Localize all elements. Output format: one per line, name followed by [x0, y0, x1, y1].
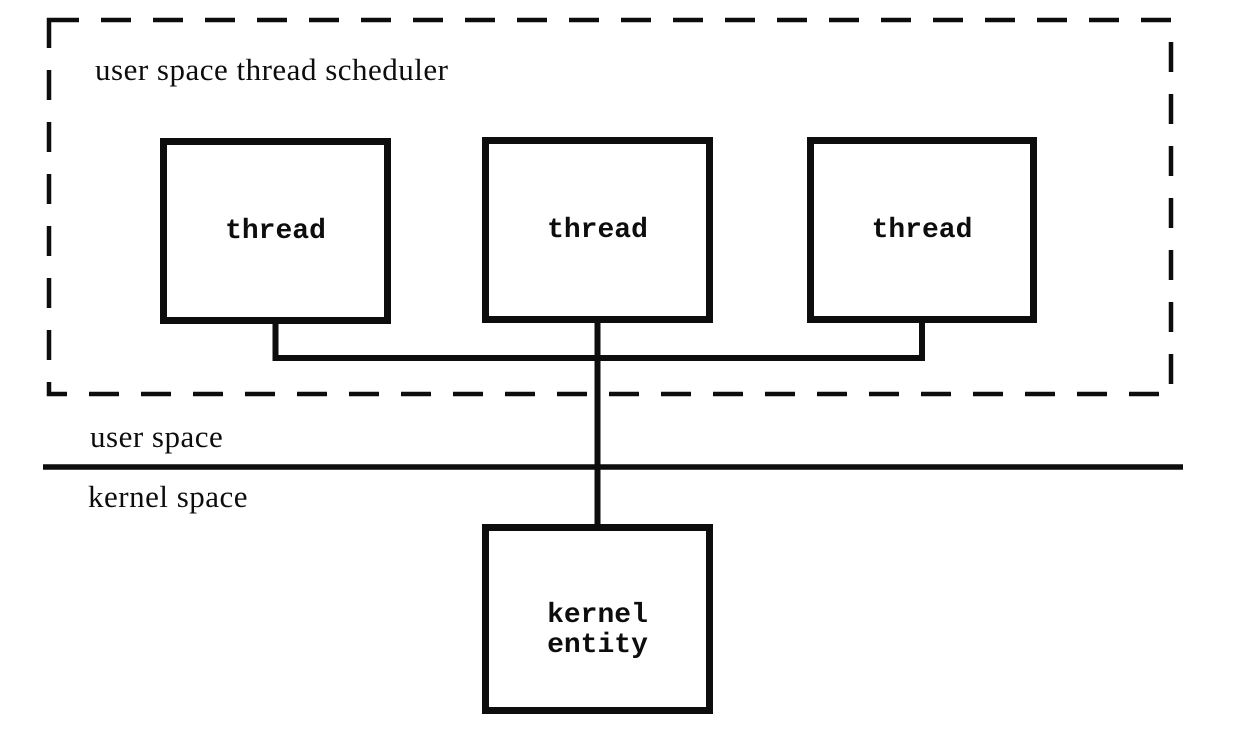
thread-box-1: thread — [160, 138, 391, 324]
kernel-entity-label: kernel entity — [547, 599, 648, 661]
thread-box-2: thread — [482, 137, 713, 323]
user-space-label: user space — [90, 419, 224, 454]
scheduler-dashed-border — [46, 17, 1174, 397]
thread-box-3: thread — [807, 137, 1037, 323]
thread-3-label: thread — [871, 214, 973, 246]
kernel-entity-label-line2: entity — [547, 630, 648, 661]
kernel-entity-label-line1: kernel — [547, 599, 648, 631]
thread-2-label: thread — [547, 214, 648, 246]
kernel-entity-box: kernel entity — [482, 524, 713, 714]
thread-1-label: thread — [225, 215, 326, 247]
scheduler-title: user space thread scheduler — [95, 52, 449, 87]
kernel-space-label: kernel space — [88, 479, 249, 514]
